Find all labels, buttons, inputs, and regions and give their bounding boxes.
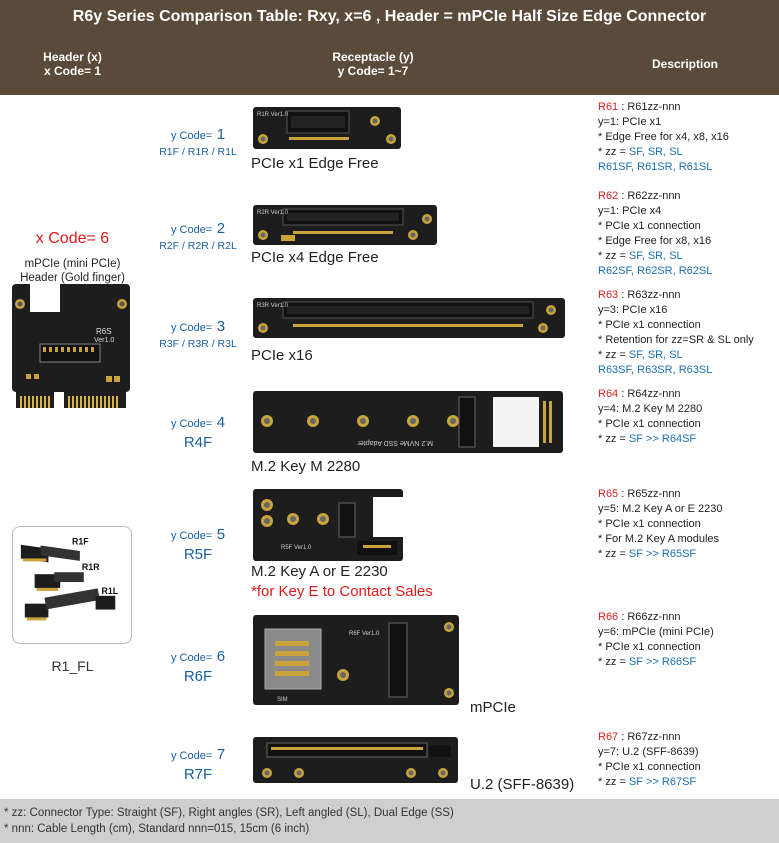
header-col-x: Header (x) x Code= 1 (0, 33, 145, 95)
desc-r67: R67 : R67zz-nnn y=7: U.2 (SFF-8639) * PC… (598, 731, 701, 788)
r64-label: M.2 Key M 2280 (251, 458, 361, 475)
svg-text:R3R Ver1.0: R3R Ver1.0 (257, 303, 289, 309)
svg-text:R6F Ver1.0: R6F Ver1.0 (349, 631, 380, 637)
ycode-2: y Code= 2 R2F / R2R / R2L (159, 220, 237, 252)
header-description: mPCIe (mini PCIe) Header (Gold finger) (20, 258, 125, 284)
board-text-version: Ver1.0 (94, 337, 114, 344)
svg-text:R1R Ver1.0: R1R Ver1.0 (257, 112, 289, 118)
ycode-6: y Code= 6 R6F (170, 648, 226, 685)
header-y-code: y Code= 1~7 (337, 64, 409, 78)
mpcie-header-board-image: R6S Ver1.0 (12, 284, 130, 410)
footer-note-zz: * zz: Connector Type: Straight (SF), Rig… (4, 807, 454, 819)
r66-board-image: R6F Ver1.0 SIM (253, 615, 459, 705)
r1l-tag: R1L (101, 586, 118, 596)
x-code-label: x Code= 6 (35, 230, 110, 247)
r67-board-image (253, 737, 458, 783)
svg-text:R2R Ver1.0: R2R Ver1.0 (257, 210, 289, 216)
table-title: R6y Series Comparison Table: Rxy, x=6 , … (0, 0, 779, 33)
r1fl-label: R1_FL (51, 658, 94, 674)
key-e-contact-note: *for Key E to Contact Sales (251, 583, 433, 600)
header-y-label: Receptacle (y) (332, 50, 414, 64)
r62-label: PCIe x4 Edge Free (251, 249, 379, 266)
r61-board-image: R1R Ver1.0 (253, 107, 401, 149)
r62-board-image: R2R Ver1.0 (253, 205, 437, 245)
header-x-label: Header (x) (43, 50, 102, 64)
x-code-block: x Code= 6 mPCIe (mini PCIe) Header (Gold… (0, 230, 145, 285)
svg-text:R5F Ver1.0: R5F Ver1.0 (281, 545, 312, 551)
desc-r63: R63 : R63zz-nnn y=3: PCIe x16 * PCIe x1 … (598, 289, 754, 376)
r61-label: PCIe x1 Edge Free (251, 155, 379, 172)
r64-board-image: M.2 NVMe SSD Adapter (253, 391, 563, 453)
ycode-4: y Code= 4 R4F (170, 414, 226, 451)
footer-note-nnn: * nnn: Cable Length (cm), Standard nnn=0… (4, 823, 310, 835)
ycode-7: y Code= 7 R7F (170, 746, 226, 783)
r1r-tag: R1R (82, 562, 100, 572)
desc-r65: R65 : R65zz-nnn y=5: M.2 Key A or E 2230… (598, 488, 723, 560)
desc-r62: R62 : R62zz-nnn y=1: PCIe x4 * PCIe x1 c… (598, 190, 713, 277)
header-col-description: Description (651, 57, 718, 71)
desc-r64: R64 : R64zz-nnn y=4: M.2 Key M 2280 * PC… (598, 388, 703, 445)
u2-label: U.2 (SFF-8639) (470, 776, 575, 793)
board-text-model: R6S (96, 327, 112, 336)
ycode-1: y Code= 1 R1F / R1R / R1L (159, 126, 237, 158)
ycode-3: y Code= 3 R3F / R3R / R3L (159, 318, 237, 350)
mpcie-label: mPCIe (470, 699, 516, 716)
r1fl-image-box: R1F R1R R1L (12, 526, 132, 644)
svg-text:M.2 NVMe SSD Adapter: M.2 NVMe SSD Adapter (357, 439, 433, 446)
r65-label: M.2 Key A or E 2230 (251, 563, 388, 580)
footer-notes: * zz: Connector Type: Straight (SF), Rig… (0, 799, 779, 843)
svg-text:SIM: SIM (277, 697, 288, 703)
r65-board-image: R5F Ver1.0 (253, 489, 403, 561)
desc-r66: R66 : R66zz-nnn y=6: mPCIe (mini PCIe) *… (598, 611, 714, 668)
r63-label: PCIe x16 (251, 347, 313, 364)
r63-board-image: R3R Ver1.0 (253, 298, 565, 338)
r1fl-cables-image: R1F R1R R1L (20, 537, 119, 621)
desc-r61: R61 : R61zz-nnn y=1: PCIe x1 * Edge Free… (598, 101, 729, 173)
header-col-y: Receptacle (y) y Code= 1~7 (248, 33, 498, 95)
ycode-5: y Code= 5 R5F (170, 526, 226, 563)
r1f-tag: R1F (72, 537, 89, 547)
table-header: Header (x) x Code= 1 Receptacle (y) y Co… (0, 33, 779, 95)
header-x-code: x Code= 1 (43, 64, 102, 78)
